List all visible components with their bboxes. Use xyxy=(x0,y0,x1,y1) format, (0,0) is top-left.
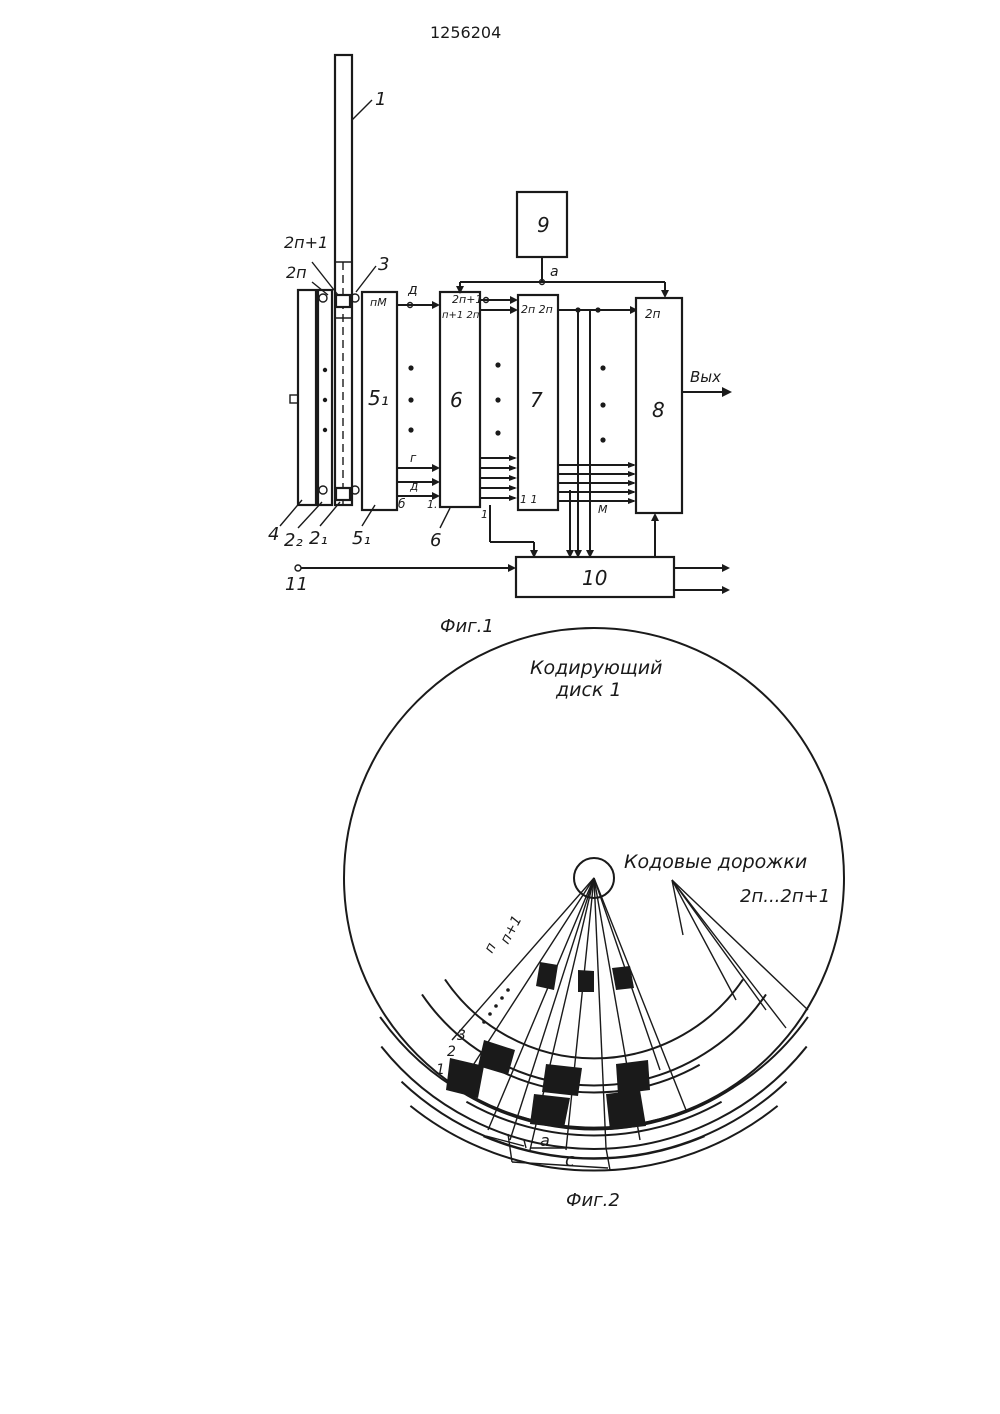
fig2-caption: Фиг.2 xyxy=(566,1190,620,1211)
track-label-n: п xyxy=(481,940,499,956)
block6-top-label2: п+1 2п xyxy=(442,310,480,321)
block7-bot-label: 1 1 xyxy=(520,493,538,506)
block5-label: 5₁ xyxy=(368,386,389,410)
label-4: 4 xyxy=(268,524,279,545)
block5-top-label: пМ xyxy=(370,296,387,309)
block7-label: 7 xyxy=(530,388,543,412)
sig-d: д xyxy=(407,282,418,298)
block6-label: 6 xyxy=(450,388,463,412)
block6-bot-label: 1. xyxy=(427,498,438,511)
code-tracks-range: 2п...2п+1 xyxy=(740,886,830,907)
output-label: Вых xyxy=(690,368,721,386)
fig2-diagram: Кодирующий диск 1 xyxy=(344,628,844,1211)
sig-b: б xyxy=(398,497,406,511)
track-label-n1: п+1 xyxy=(497,913,525,947)
sig-d2: д xyxy=(409,479,418,493)
label-22: 2₂ xyxy=(284,530,303,551)
block8-bot-label: М xyxy=(598,503,608,516)
block8-top-label: 2п xyxy=(645,307,661,321)
dimension-c: с xyxy=(565,1150,575,1171)
fig2-title-line2: диск 1 xyxy=(555,679,622,701)
label-3: 3 xyxy=(378,254,389,275)
block6-top-label1: 2п+1 xyxy=(452,293,482,306)
block10-label: 10 xyxy=(582,566,607,590)
block8-label: 8 xyxy=(652,398,665,422)
label-disk: 1 xyxy=(375,89,386,110)
label-5-bottom: 5₁ xyxy=(352,528,371,549)
sig-a: а xyxy=(550,264,559,280)
fig2-title-line1: Кодирующий xyxy=(530,657,663,679)
light-source-4 xyxy=(298,290,316,505)
track-label-3: 3 xyxy=(457,1028,466,1044)
photo-array-22 xyxy=(318,290,332,505)
label-track-2n: 2п xyxy=(286,263,307,282)
label-input-11: 11 xyxy=(285,574,308,595)
track-label-1: 1 xyxy=(436,1062,445,1078)
block6-under-label: 1 xyxy=(481,508,488,521)
fig1-caption: Фиг.1 xyxy=(440,616,494,637)
label-6-bottom: 6 xyxy=(430,530,441,551)
block9-label: 9 xyxy=(537,213,550,237)
dimension-a: а xyxy=(540,1131,550,1150)
fig1-diagram: 1 2п+1 2п 3 пМ 5₁ д xyxy=(268,55,732,637)
label-21: 2₁ xyxy=(309,528,328,549)
track-label-2: 2 xyxy=(447,1044,456,1060)
patent-number: 1256204 xyxy=(430,23,501,42)
label-track-2n1: 2п+1 xyxy=(284,233,328,252)
block7-top-label: 2п 2п xyxy=(521,303,553,316)
code-tracks-label: Кодовые дорожки xyxy=(624,851,807,873)
sig-g: г xyxy=(410,451,417,465)
